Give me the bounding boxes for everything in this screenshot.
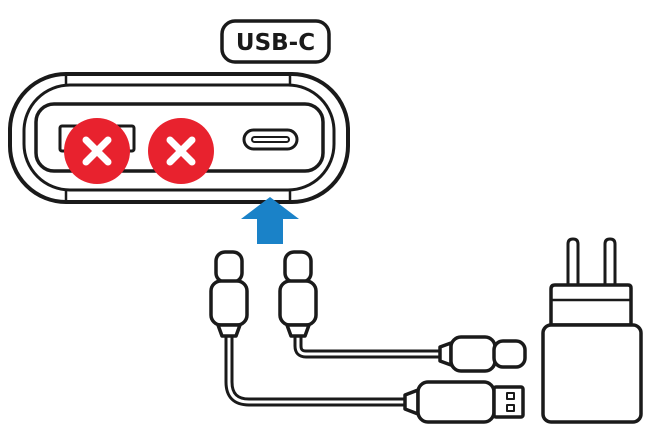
cables xyxy=(224,331,445,407)
x-mark-icon xyxy=(64,118,130,184)
usb-c-label: USB-C xyxy=(220,19,331,64)
cable-usb-c-to-usb-a xyxy=(224,331,410,407)
x-mark-icon xyxy=(148,118,214,184)
device-inner-contour xyxy=(22,83,336,192)
usb-c-label-text: USB-C xyxy=(236,30,315,56)
cable-usb-c-to-usb-c xyxy=(293,331,445,359)
charger-prong-left xyxy=(566,237,580,287)
arrow-up-icon xyxy=(241,197,299,244)
usb-c-connector-left xyxy=(209,250,249,338)
usb-a-connector xyxy=(403,380,525,424)
usb-c-connector-right xyxy=(278,250,318,338)
usb-c-connector-horizontal xyxy=(438,335,527,373)
wall-charger xyxy=(541,237,643,424)
charger-body xyxy=(541,323,643,424)
usb-c-port xyxy=(242,128,299,151)
charger-plug-cap xyxy=(549,283,633,327)
charger-prong-right xyxy=(603,237,617,287)
